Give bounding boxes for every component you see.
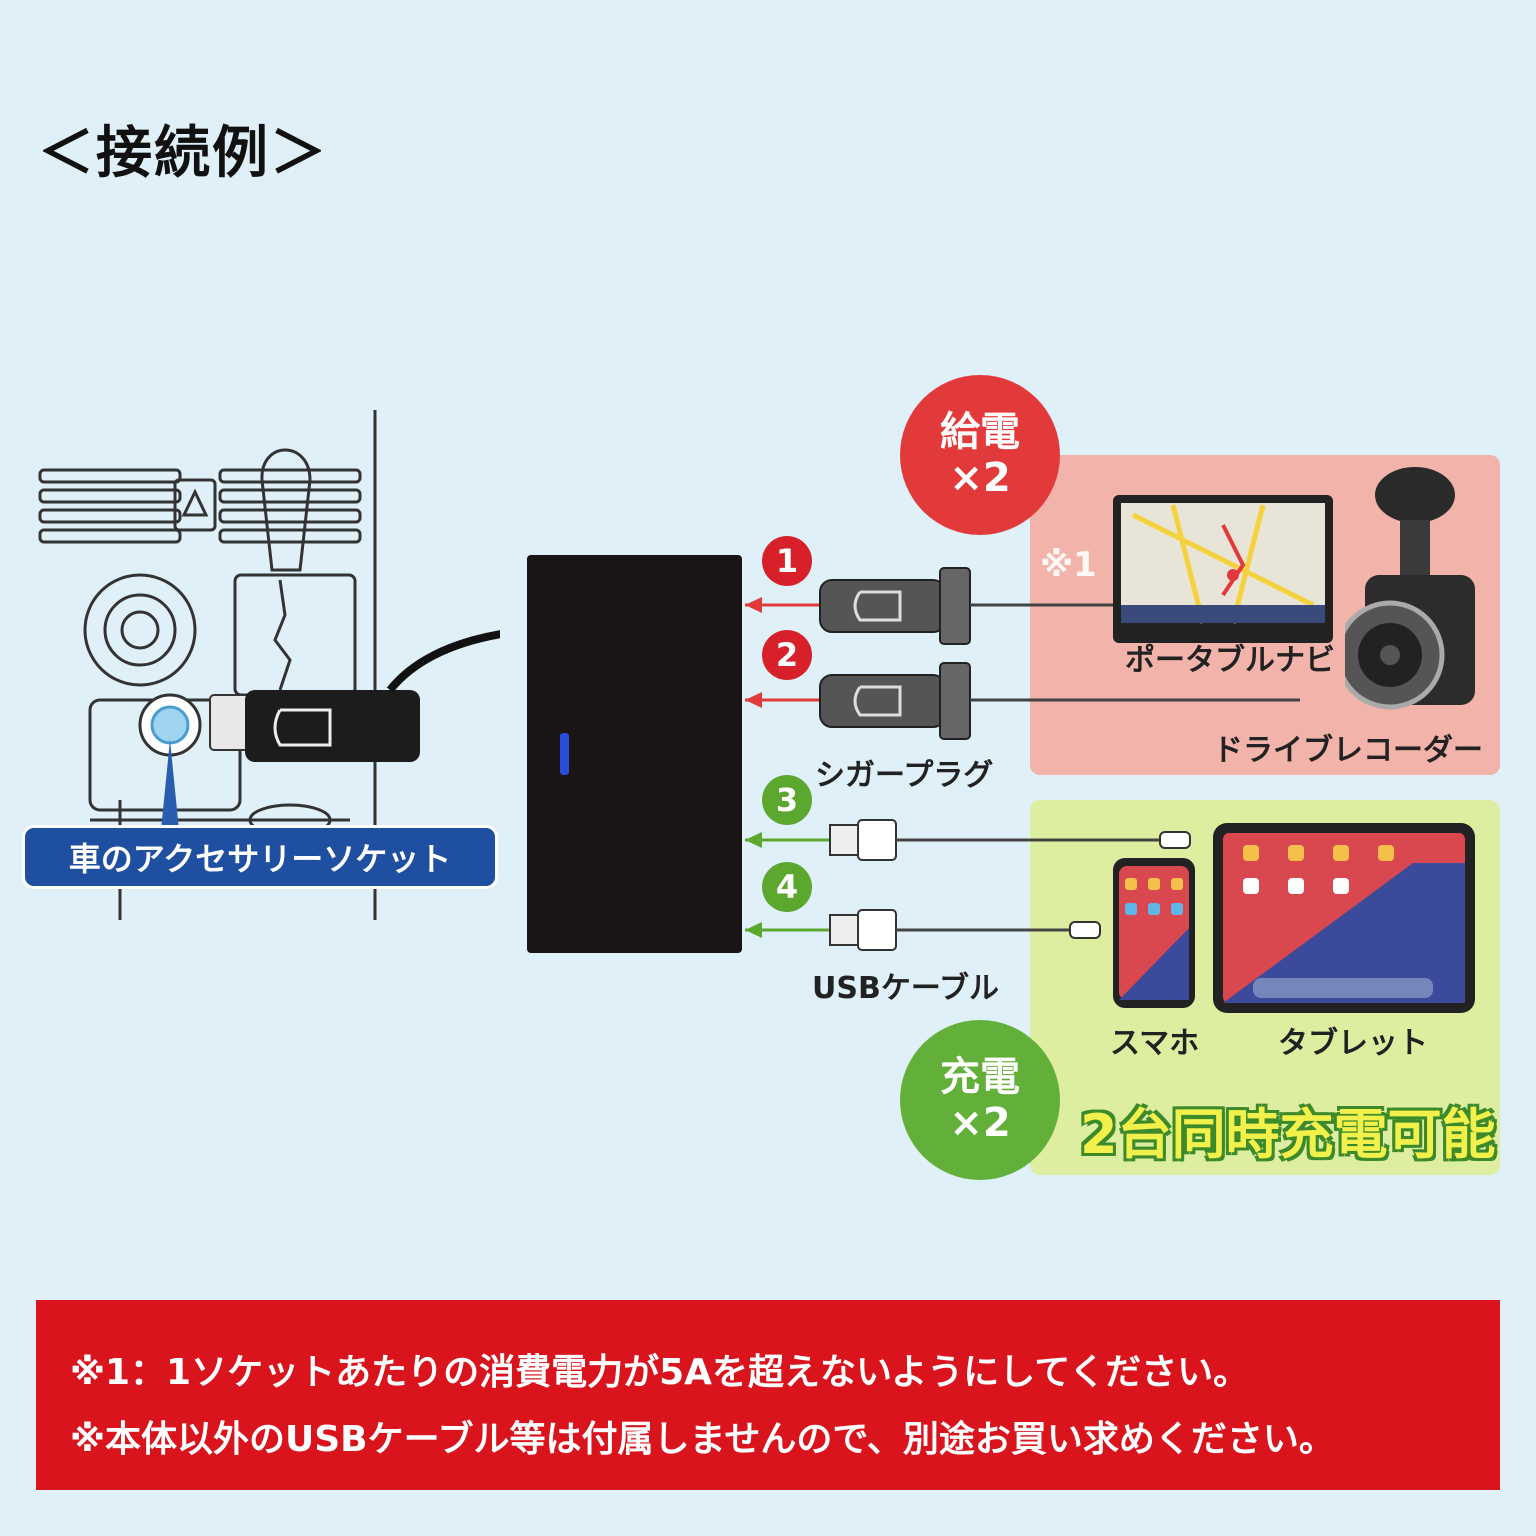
car-dashboard-illustration [38,410,500,920]
usb-cable-label: USBケーブル [812,971,1000,1006]
hazard-button [173,478,217,532]
footer-note-1: ※1：1ソケットあたりの消費電力が5Aを超えないようにしてください。 [70,1352,1250,1393]
port-number-1: 1 [762,536,812,586]
footer-note-2: ※本体以外のUSBケーブル等は付属しませんので、別途お買い求めください。 [70,1419,1335,1460]
supply-badge-line1: 給電 [940,409,1020,455]
smartphone-label: スマホ [1110,1026,1200,1061]
supply-badge-line2: ×2 [949,455,1011,501]
connection-cables [745,567,1300,951]
gear-knob [260,448,312,572]
page-title: ＜接続例＞ [38,121,328,186]
charge-badge-line2: ×2 [949,1100,1011,1146]
footer-notes [36,1300,1500,1490]
cigar-plug-1 [745,567,1120,645]
charge-badge: 充電 ×2 [900,1020,1060,1180]
note-mark-1: ※1 [1040,545,1097,585]
hub-cigar-plug [209,630,500,762]
air-vent-left [38,468,182,544]
charge-badge-line1: 充電 [940,1054,1020,1100]
tablet-label: タブレット [1278,1026,1428,1061]
portable-navi-image [1113,495,1333,643]
hub-led-indicator [560,733,569,775]
supply-badge: 給電 ×2 [900,375,1060,535]
drive-recorder-label: ドライブレコーダー [1213,733,1483,768]
cigar-plug-2 [745,662,1300,740]
port-number-3: 3 [762,775,812,825]
dial-knob [83,573,197,687]
usb-cable-3 [745,819,1191,861]
usb-cable-4 [745,909,1101,951]
cigar-plug-label: シガープラグ [815,758,994,793]
smartphone-image [1113,858,1195,1008]
portable-navi-label: ポータブルナビ [1125,643,1335,678]
drive-recorder-image [1345,467,1475,710]
simultaneous-charge-label: 2台同時充電可能 [1080,1103,1496,1166]
port-number-4: 4 [762,862,812,912]
port-number-2: 2 [762,630,812,680]
air-vent-right [218,468,362,544]
car-socket-label: 車のアクセサリーソケット [22,825,498,889]
tablet-image [1213,823,1475,1013]
